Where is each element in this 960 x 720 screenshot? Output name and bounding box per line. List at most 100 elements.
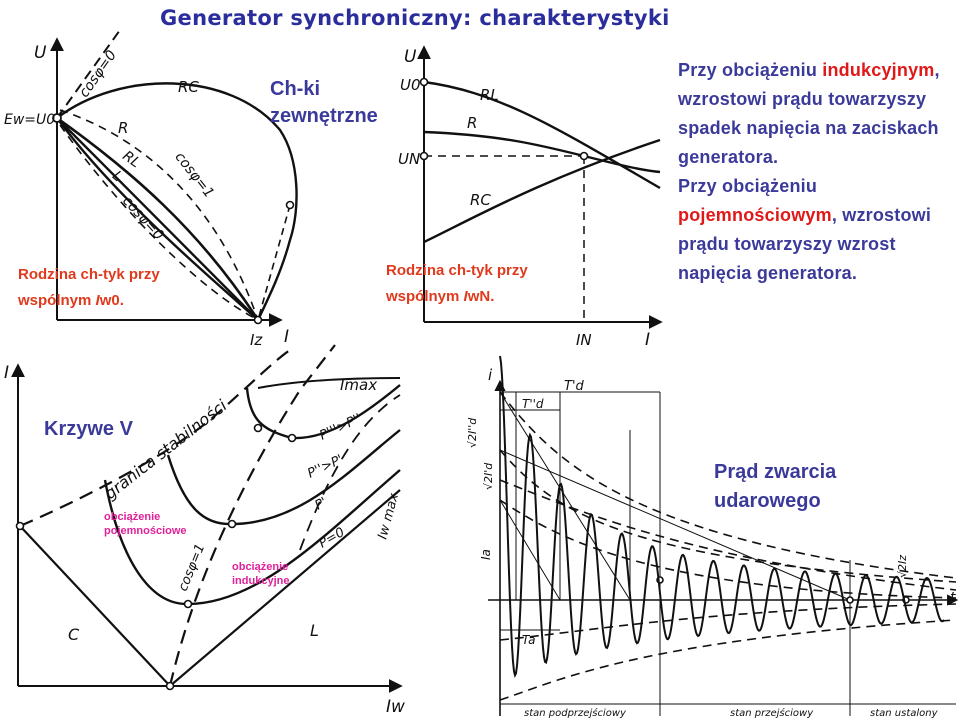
sc-label-sub: √2I''d: [466, 417, 479, 448]
point-v-left: [15, 521, 25, 531]
envelope-lower-1: [499, 603, 957, 641]
label-iw-max: Iw max: [375, 492, 402, 542]
left-curve-label-r: R: [118, 119, 128, 137]
explanation-capacitive-keyword: pojemnościowym: [678, 205, 832, 225]
capacitive-load-line2: pojemnościowe: [104, 525, 187, 537]
point-rc-left: [285, 200, 295, 210]
point-v-p1: [227, 519, 237, 529]
right-caption-sub: wN: [467, 288, 491, 305]
explanation-inductive-a: Przy obciążeniu: [678, 60, 823, 80]
external-characteristic-right: [417, 45, 663, 329]
curve-cos1-locus: [59, 109, 259, 321]
tangent-transient: [499, 449, 851, 601]
envelope-lower-2: [499, 619, 957, 701]
short-circuit-plot: [488, 379, 959, 716]
short-circuit-label: Prąd zwarcia udarowego: [714, 458, 836, 516]
label-p2: P''>P': [305, 452, 345, 481]
stability-limit-curve: [19, 349, 291, 528]
right-caption-suffix: .: [490, 288, 495, 305]
curve-rc: [56, 82, 298, 321]
left-caption-suffix: .: [119, 292, 124, 309]
sc-label-td-prime: T'd: [564, 379, 585, 394]
external-characteristic-left: [50, 29, 298, 327]
short-circuit-current-wave: [499, 355, 945, 678]
point-u0-left: [52, 113, 62, 123]
sc-axis-t-label: t: [950, 590, 956, 606]
imax-curve: [257, 377, 401, 389]
sc-stage-transient: stan przejściowy: [730, 707, 814, 719]
left-caption-line1: Rodzina ch-tyk przy: [18, 266, 160, 283]
left-curve-label-cos1: cosφ=1: [171, 149, 217, 201]
left-curve-label-cos0-upper: cosφ=0: [76, 47, 120, 100]
point-v-origin: [165, 681, 175, 691]
page-title: Generator synchroniczny: charakterystyki: [160, 6, 670, 30]
label-cos1-v: cosφ=1: [176, 542, 208, 594]
v-curve-p0: [103, 469, 401, 606]
left-origin-label: Ew=U0: [4, 112, 55, 128]
envelope-upper-1: [499, 391, 957, 579]
right-caption-prefix: wspólnym: [386, 288, 464, 305]
right-caption-var: I: [463, 288, 468, 305]
explanation-inductive-b: , wzrostowi prądu towarzyszy spadek napi…: [678, 60, 940, 167]
curve-rc-right: [423, 138, 661, 244]
sc-label-trans: √2I'd: [482, 462, 495, 490]
tangent-aperiodic: [499, 499, 561, 601]
sc-label-iz: √2Iz: [896, 555, 909, 578]
left-axis-u-label: U: [34, 43, 47, 63]
explanation-inductive-keyword: indukcyjnym: [822, 60, 935, 80]
sc-axis-i-label: i: [488, 366, 493, 384]
tangent-subtransient: [499, 391, 631, 601]
curve-r: [56, 116, 260, 321]
envelope-dc: [499, 499, 957, 599]
right-axis-u-label: U: [404, 47, 417, 67]
v-axis-iw-label: Iw: [386, 697, 405, 717]
v-curve-p3: [245, 384, 401, 440]
point-un: [419, 151, 429, 161]
inductive-load-line2: indukcyjne: [232, 575, 289, 587]
curve-l: [56, 117, 259, 321]
explanation-capacitive: Przy obciążeniu pojemnościowym, wzrostow…: [678, 172, 958, 288]
curve-rc-extension: [257, 204, 291, 321]
point-nominal: [579, 151, 589, 161]
imax-label: Imax: [340, 376, 377, 394]
left-iz-label: Iz: [250, 331, 263, 349]
left-caption-prefix: wspólnym: [18, 292, 96, 309]
short-circuit-label-line1: Prąd zwarcia: [714, 461, 837, 483]
sc-label-ta: Ta: [522, 633, 535, 647]
left-caption: Rodzina ch-tyk przy wspólnym Iw0.: [18, 262, 160, 314]
sc-label-td-second: T''d: [522, 397, 544, 411]
short-circuit-label-line2: udarowego: [714, 490, 821, 512]
point-v-p0: [183, 599, 193, 609]
v-axis-i-label: I: [4, 363, 9, 383]
left-caption-line2: wspólnym Iw0.: [18, 288, 160, 314]
sc-stage-subtransient: stan podprzejściowy: [524, 707, 627, 719]
point-iz: [253, 315, 263, 325]
capacitive-load-line1: obciążenie: [104, 511, 160, 523]
label-l: L: [310, 621, 319, 640]
left-caption-var: I: [95, 292, 100, 309]
external-label-line1: Ch-ki: [270, 78, 320, 100]
external-characteristics-label: Ch-ki zewnętrzne: [270, 76, 378, 130]
right-axis-i-label: I: [645, 330, 650, 350]
explanation-capacitive-a: Przy obciążeniu: [678, 176, 818, 196]
point-sc-2: [846, 596, 854, 604]
point-v-stability: [253, 423, 263, 433]
curve-r-right: [423, 130, 661, 174]
explanation-inductive: Przy obciążeniu indukcyjnym, wzrostowi p…: [678, 56, 958, 172]
right-curve-label-r: R: [467, 114, 477, 132]
external-label-line2: zewnętrzne: [270, 105, 378, 127]
right-caption-line2: wspólnym IwN.: [386, 284, 528, 310]
stability-limit-label: granica stabilności: [101, 396, 231, 504]
right-curve-label-rl: RL: [480, 86, 499, 104]
sc-label-ia: Ia: [479, 549, 493, 560]
right-caption: Rodzina ch-tyk przy wspólnym IwN.: [386, 258, 528, 310]
explanation-capacitive-b: , wzrostowi prądu towarzyszy wzrost napi…: [678, 205, 932, 283]
left-caption-sub: w0: [99, 292, 120, 309]
right-in-label: IN: [576, 331, 592, 349]
right-un-label: UN: [398, 150, 420, 168]
sc-stage-steady: stan ustalony: [870, 708, 939, 719]
curve-cos0-locus: [59, 124, 259, 321]
curve-cos0-upper: [56, 29, 121, 119]
left-axis-i-label: I: [284, 327, 289, 347]
